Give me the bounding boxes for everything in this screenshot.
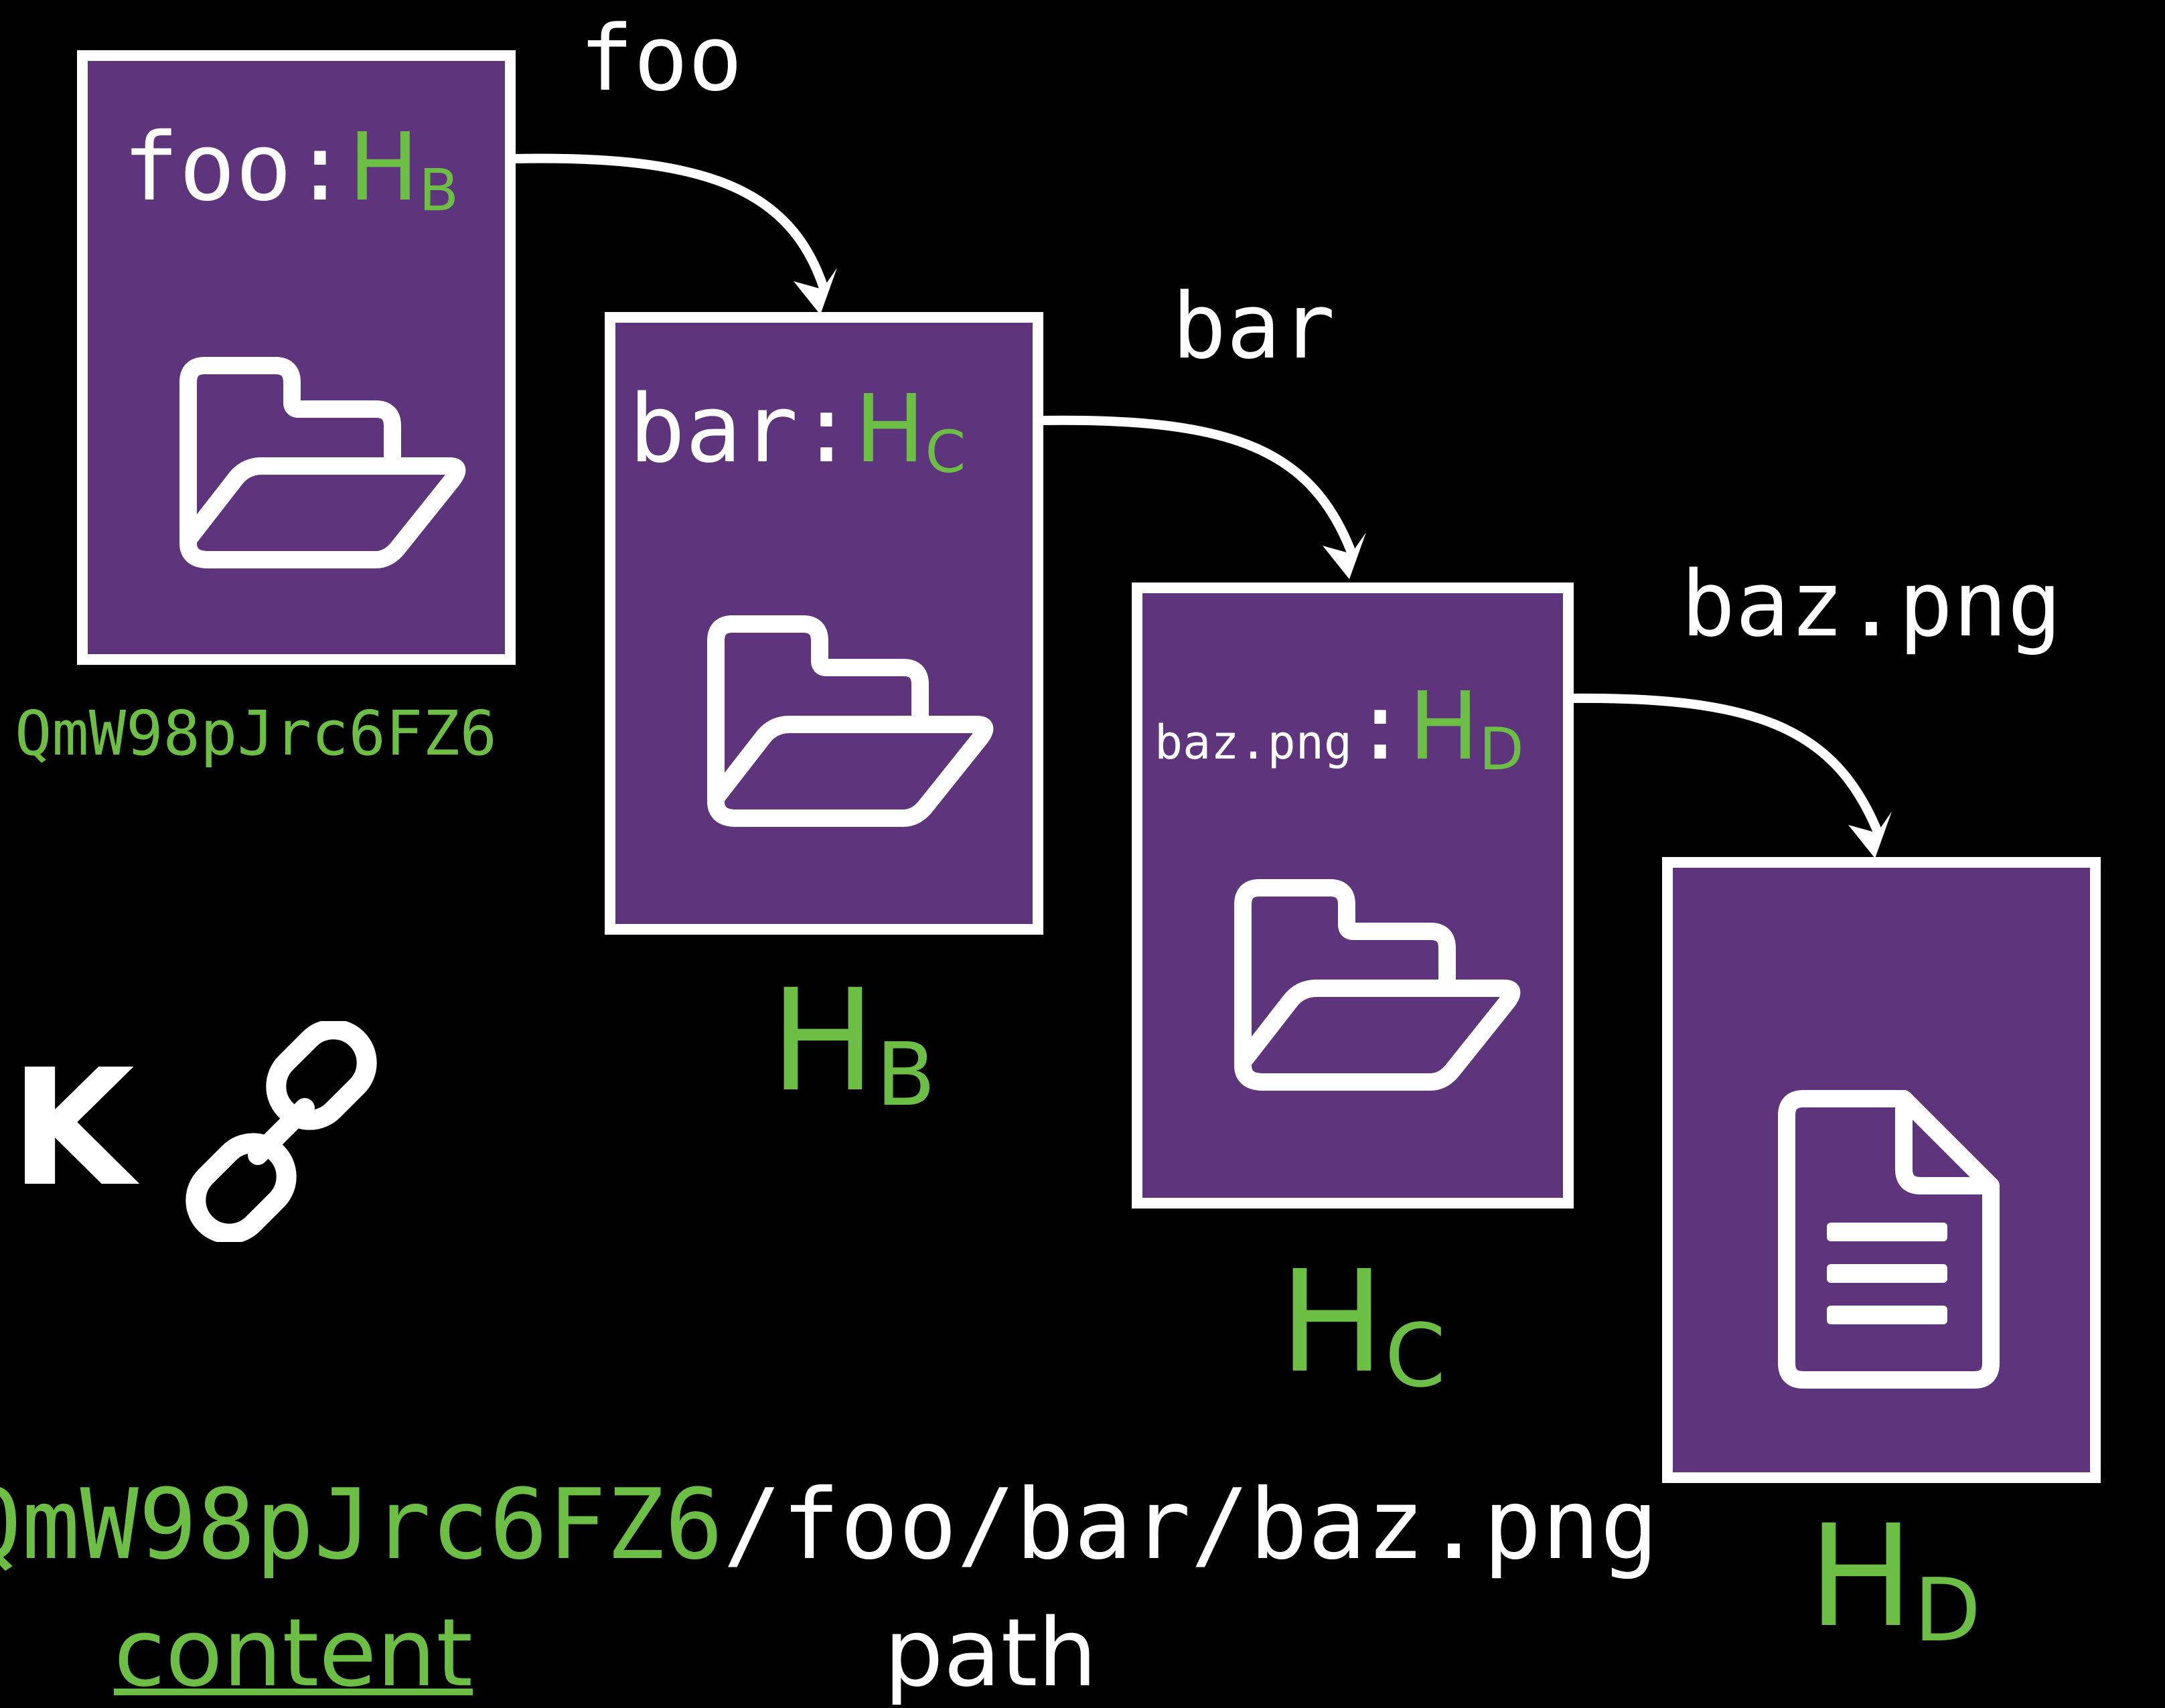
bottom-label-path: path xyxy=(884,1599,1098,1708)
file-text-icon xyxy=(1778,1090,2000,1389)
content-path-line: QmW98pJrc6FZ6/foo/bar/baz.png xyxy=(0,1476,1659,1573)
link-separator: : xyxy=(1352,672,1409,781)
path-content-id: QmW98pJrc6FZ6 xyxy=(0,1468,723,1581)
edge-arrows xyxy=(511,153,1892,858)
link-chain-icon xyxy=(185,1021,377,1242)
edge-label-baz: baz.png xyxy=(1681,552,2062,657)
link-hash: H xyxy=(854,375,925,484)
link-hash-sub: D xyxy=(1479,714,1524,783)
link-name: bar xyxy=(629,375,798,484)
node-caption-d: HD xyxy=(1808,1506,1981,1654)
link-separator: : xyxy=(291,113,349,222)
node-link-entry: foo:HB xyxy=(123,121,459,220)
node-box-d xyxy=(1662,857,2101,1483)
folder-open-icon xyxy=(707,615,994,827)
caption-hash: H xyxy=(1808,1494,1914,1658)
bottom-label-content: content xyxy=(114,1599,473,1708)
node-caption-b: HB xyxy=(770,971,936,1119)
left-marker-letter: K xyxy=(10,1034,135,1222)
link-hash-sub: C xyxy=(925,418,966,486)
edge-arrow-baz xyxy=(1562,693,1883,838)
node-caption-root: QmW98pJrc6FZ6 xyxy=(15,698,498,769)
folder-open-icon xyxy=(1234,879,1521,1091)
node-link-entry: bar:HC xyxy=(629,383,966,481)
folder-open-icon xyxy=(179,357,466,568)
node-caption-c: HC xyxy=(1279,1252,1446,1400)
caption-hash: H xyxy=(770,959,876,1123)
edge-label-bar: bar xyxy=(1172,274,1335,379)
edge-arrow-foo xyxy=(511,153,828,293)
link-separator: : xyxy=(798,375,855,484)
edge-label-foo: foo xyxy=(579,6,743,111)
node-box-b: bar:HC xyxy=(605,312,1043,935)
link-hash: H xyxy=(348,113,419,222)
arrowhead-foo xyxy=(794,268,837,315)
link-hash: H xyxy=(1408,672,1479,781)
link-hash-sub: B xyxy=(419,156,459,224)
link-name: baz.png xyxy=(1154,715,1353,770)
caption-hash-sub: C xyxy=(1384,1305,1446,1407)
caption-hash-sub: B xyxy=(875,1024,936,1126)
link-name: foo xyxy=(123,113,292,222)
node-box-root: foo:HB xyxy=(77,50,516,665)
arrowhead-baz xyxy=(1848,811,1892,858)
node-box-c: baz.png:HD xyxy=(1132,583,1574,1209)
path-segments: /foo/bar/baz.png xyxy=(723,1468,1659,1581)
arrowhead-bar xyxy=(1323,532,1366,579)
node-link-entry: baz.png:HD xyxy=(1154,680,1524,779)
caption-hash: H xyxy=(1279,1240,1385,1404)
caption-hash-sub: D xyxy=(1913,1559,1982,1662)
edge-arrow-bar xyxy=(1037,415,1357,560)
